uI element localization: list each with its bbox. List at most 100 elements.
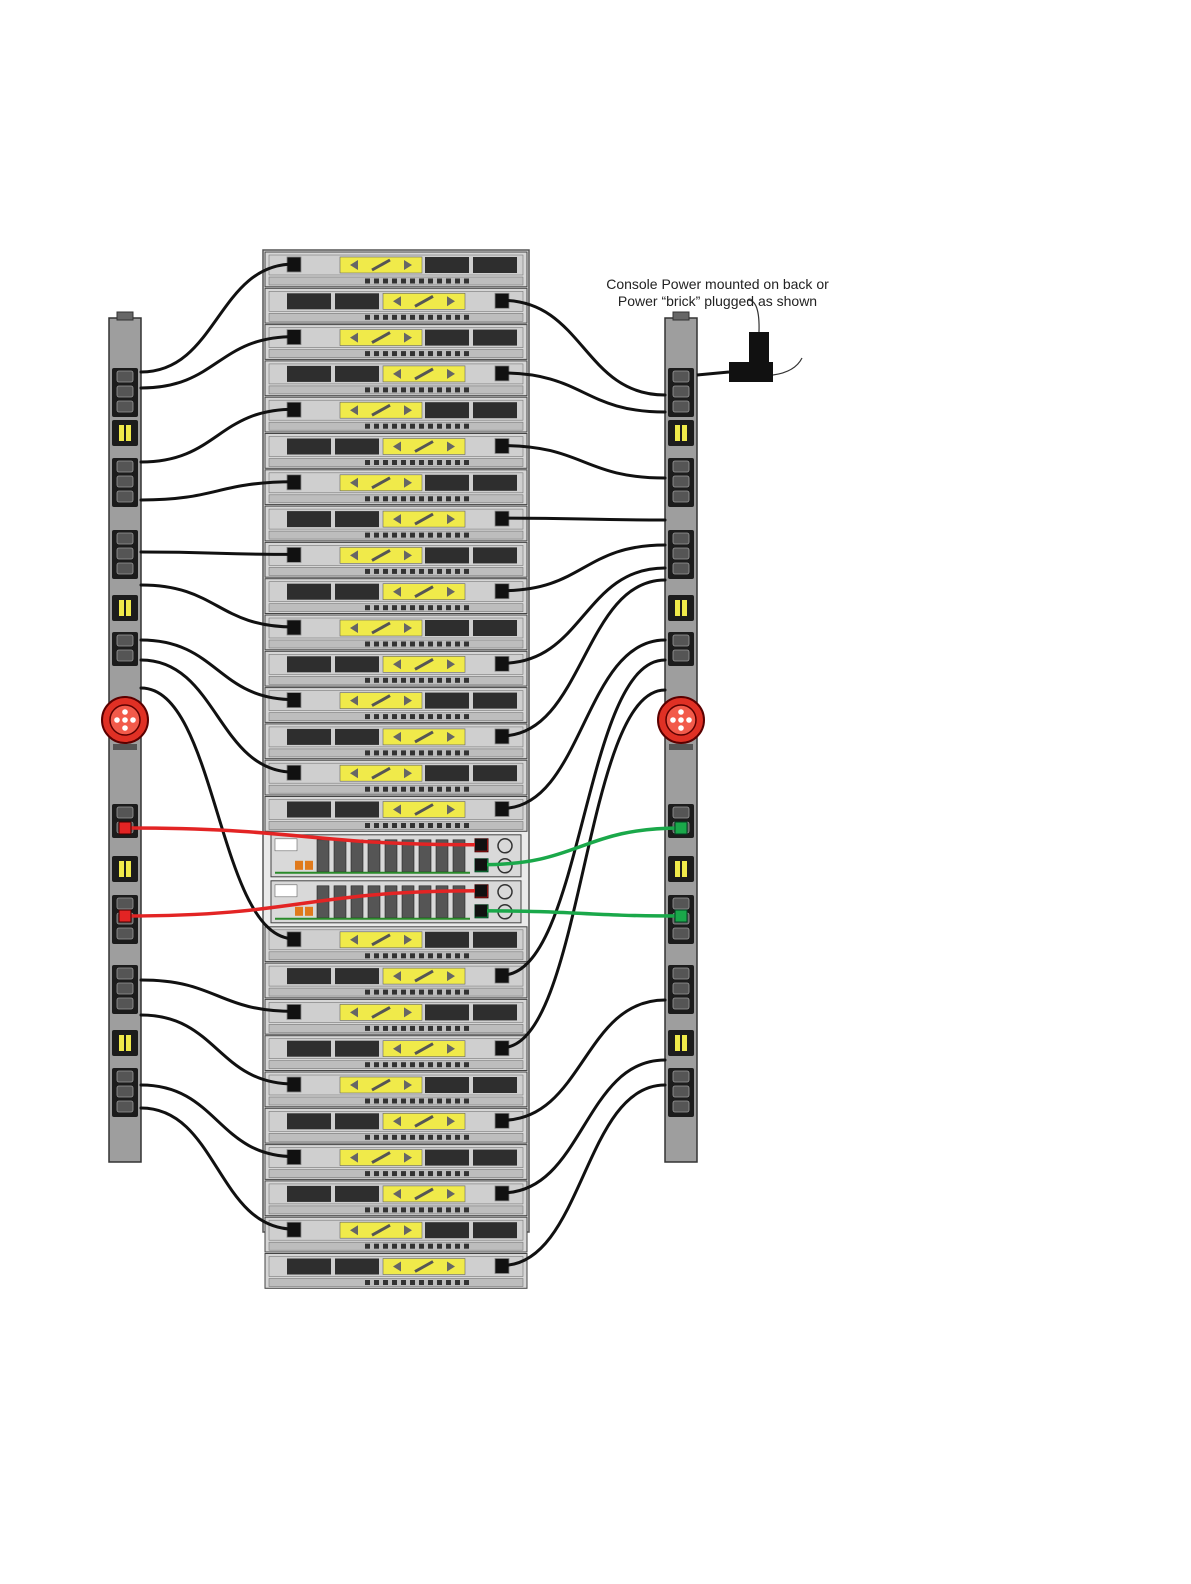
io-port [464, 315, 469, 320]
io-port [455, 605, 460, 610]
drive-bay [287, 1041, 331, 1057]
drive-bay [335, 1259, 379, 1275]
io-port [419, 424, 424, 429]
io-port [437, 533, 442, 538]
io-port [446, 1244, 451, 1249]
storage-node [265, 1036, 527, 1071]
io-port [419, 605, 424, 610]
io-port [428, 787, 433, 792]
drive-bay [287, 293, 331, 309]
drive-bay [473, 1077, 517, 1093]
io-port [392, 750, 397, 755]
io-port [401, 533, 406, 538]
io-port [446, 279, 451, 284]
storage-node [265, 288, 527, 323]
io-port [392, 1244, 397, 1249]
io-port [446, 460, 451, 465]
inlet-pin [678, 709, 684, 715]
io-port [365, 424, 370, 429]
io-port [401, 1280, 406, 1285]
io-port [374, 1171, 379, 1176]
io-port [383, 605, 388, 610]
io-port [383, 351, 388, 356]
drive-bay [287, 1259, 331, 1275]
io-port [401, 387, 406, 392]
breaker-switch [682, 600, 687, 616]
io-port [374, 678, 379, 683]
io-port [383, 1026, 388, 1031]
io-port [428, 424, 433, 429]
io-port [401, 351, 406, 356]
io-port [446, 990, 451, 995]
io-port [374, 1280, 379, 1285]
io-port [464, 460, 469, 465]
outlet-socket [117, 968, 133, 979]
io-port [446, 1280, 451, 1285]
io-port [455, 1135, 460, 1140]
storage-node [265, 999, 527, 1034]
breaker-switch [675, 861, 680, 877]
io-port [410, 533, 415, 538]
switch-port-orange [295, 861, 303, 870]
io-port [383, 387, 388, 392]
io-port [419, 569, 424, 574]
io-port [365, 823, 370, 828]
io-port [455, 750, 460, 755]
io-port [455, 1244, 460, 1249]
storage-node [265, 963, 527, 998]
io-port [419, 279, 424, 284]
right-pdu [658, 312, 704, 1162]
drive-bay [287, 729, 331, 745]
io-port [401, 1099, 406, 1104]
breaker-switch [126, 425, 131, 441]
io-port [455, 1026, 460, 1031]
io-port [419, 1026, 424, 1031]
io-port [410, 569, 415, 574]
io-port [365, 750, 370, 755]
outlet-socket [117, 491, 133, 502]
cable-plug [496, 1042, 508, 1054]
io-port [401, 678, 406, 683]
cable-plug [475, 859, 487, 871]
outlet-socket [117, 386, 133, 397]
io-port [392, 787, 397, 792]
io-port [401, 1062, 406, 1067]
drive-bay [425, 257, 469, 273]
cable-plug [288, 548, 300, 560]
switch-port-column [351, 886, 363, 918]
io-port [419, 953, 424, 958]
cable-plug [288, 933, 300, 945]
io-port [401, 1207, 406, 1212]
io-port [401, 990, 406, 995]
io-port [410, 1026, 415, 1031]
io-port [446, 387, 451, 392]
io-port [446, 714, 451, 719]
drive-bay [425, 1150, 469, 1166]
io-port [428, 533, 433, 538]
io-port [401, 569, 406, 574]
drive-bay [473, 402, 517, 418]
io-port [401, 1171, 406, 1176]
io-port [437, 642, 442, 647]
io-port [428, 1207, 433, 1212]
io-port [374, 387, 379, 392]
io-port [374, 714, 379, 719]
cable-plug [496, 730, 508, 742]
io-port [419, 460, 424, 465]
cable-plug [496, 367, 508, 379]
io-port [392, 279, 397, 284]
brick-cord [773, 358, 802, 375]
io-port [437, 714, 442, 719]
drive-bay [287, 1113, 331, 1129]
io-port [410, 642, 415, 647]
drive-bay [287, 656, 331, 672]
cable-plug [496, 512, 508, 524]
io-port [446, 315, 451, 320]
switch-port-orange [295, 907, 303, 916]
io-port [419, 1135, 424, 1140]
io-port [383, 714, 388, 719]
inlet-pin [678, 717, 684, 723]
breaker-block [668, 1030, 694, 1056]
drive-bay [287, 802, 331, 818]
storage-node [265, 470, 527, 505]
